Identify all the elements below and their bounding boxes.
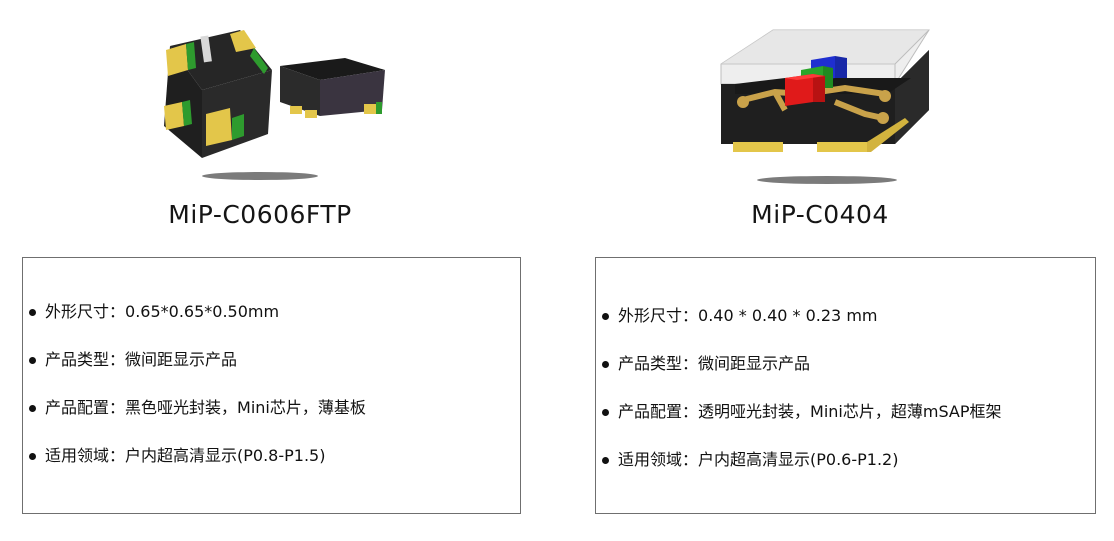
spec-label: 产品配置： [618,402,699,421]
spec-label: 产品类型： [618,354,699,373]
spec-box-left: 外形尺寸：0.65*0.65*0.50mm 产品类型：微间距显示产品 产品配置：… [22,257,521,514]
product-title-left: MiP-C0606FTP [168,200,352,229]
spec-row-size: 外形尺寸：0.65*0.65*0.50mm [27,300,366,324]
spec-list: 外形尺寸：0.40 * 0.40 * 0.23 mm 产品类型：微间距显示产品 … [600,304,1002,472]
floor-shadow [202,172,318,180]
package-side-view [280,58,385,118]
bullet-dot [29,453,36,460]
spec-row-type: 产品类型：微间距显示产品 [27,348,366,372]
led-chips [785,56,847,106]
spec-value: 户内超高清显示(P0.8-P1.5) [125,446,326,465]
floor-shadow [757,176,897,184]
spec-row-config: 产品配置：透明哑光封装，Mini芯片，超薄mSAP框架 [600,400,1002,424]
spec-value: 黑色哑光封装，Mini芯片，薄基板 [125,398,366,417]
spec-label: 产品配置： [45,398,126,417]
bullet-dot [602,361,609,368]
spec-label: 产品类型： [45,350,126,369]
spec-row-size: 外形尺寸：0.40 * 0.40 * 0.23 mm [600,304,1002,328]
spec-list: 外形尺寸：0.65*0.65*0.50mm 产品类型：微间距显示产品 产品配置：… [27,300,366,468]
spec-value: 户内超高清显示(P0.6-P1.2) [698,450,899,469]
spec-value: 0.65*0.65*0.50mm [125,302,280,321]
spec-label: 外形尺寸： [618,306,699,325]
spec-label: 适用领域： [618,450,699,469]
bullet-dot [29,309,36,316]
bullet-dot [602,313,609,320]
spec-box-right: 外形尺寸：0.40 * 0.40 * 0.23 mm 产品类型：微间距显示产品 … [595,257,1096,514]
spec-row-application: 适用领域：户内超高清显示(P0.6-P1.2) [600,448,1002,472]
spec-label: 外形尺寸： [45,302,126,321]
spec-row-type: 产品类型：微间距显示产品 [600,352,1002,376]
mip-c0404-image [720,29,930,184]
transparent-package [720,29,930,152]
spec-label: 适用领域： [45,446,126,465]
spec-row-application: 适用领域：户内超高清显示(P0.8-P1.5) [27,444,366,468]
mip-c0606ftp-image [164,30,385,180]
product-title-right: MiP-C0404 [751,200,889,229]
bullet-dot [602,457,609,464]
bullet-dot [29,405,36,412]
bullet-dot [29,357,36,364]
bullet-dot [602,409,609,416]
package-bottom-view [164,30,272,158]
spec-row-config: 产品配置：黑色哑光封装，Mini芯片，薄基板 [27,396,366,420]
spec-value: 0.40 * 0.40 * 0.23 mm [698,306,878,325]
spec-value: 透明哑光封装，Mini芯片，超薄mSAP框架 [698,402,1002,421]
spec-value: 微间距显示产品 [125,350,238,369]
spec-value: 微间距显示产品 [698,354,811,373]
